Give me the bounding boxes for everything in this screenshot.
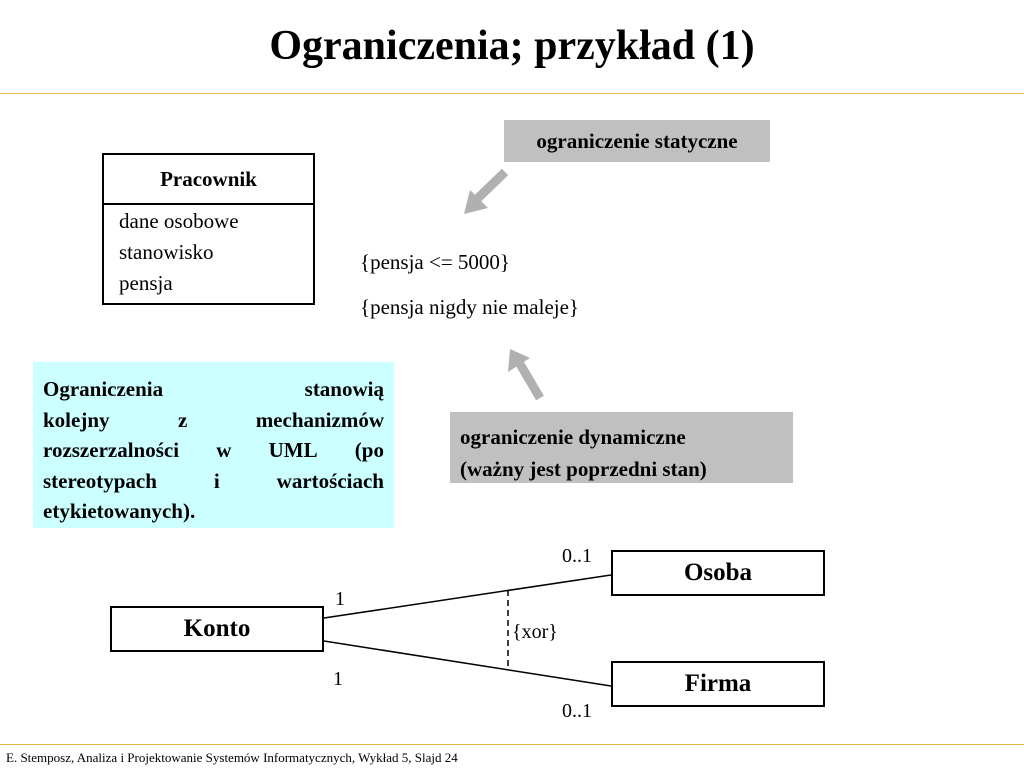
class-attribute: pensja — [119, 271, 173, 295]
info-word: mechanizmów — [255, 407, 384, 432]
info-word: stanowią — [304, 377, 384, 401]
info-word: rozszerzalności — [43, 438, 180, 462]
info-word: wartościach — [276, 468, 384, 493]
constraint-static: {pensja <= 5000} — [360, 250, 510, 274]
info-box: Ograniczenia stanowią kolejny z mechaniz… — [33, 362, 394, 528]
dynamic-constraint-note: ograniczenie dynamiczne (ważny jest popr… — [450, 412, 793, 483]
static-constraint-note: ograniczenie statyczne — [504, 120, 770, 162]
class-box-firma: Firma — [611, 661, 825, 707]
class-box-osoba: Osoba — [611, 550, 825, 596]
class-attribute: stanowisko — [119, 240, 214, 264]
info-line: kolejny z mechanizmów — [43, 405, 384, 436]
multiplicity-osoba: 0..1 — [562, 545, 592, 567]
info-word: stereotypach — [43, 468, 157, 493]
info-word: z — [177, 407, 188, 432]
info-line: stereotypach i wartościach — [43, 466, 384, 497]
info-word: kolejny — [43, 407, 110, 432]
title-divider — [0, 93, 1024, 94]
dynamic-note-line: ograniczenie dynamiczne — [460, 425, 686, 449]
info-line: etykietowanych). — [43, 496, 384, 527]
constraint-dynamic: {pensja nigdy nie maleje} — [360, 295, 580, 319]
multiplicity-konto-bottom: 1 — [333, 668, 343, 690]
xor-constraint-label: {xor} — [512, 621, 558, 643]
multiplicity-konto-top: 1 — [335, 588, 345, 610]
info-line: rozszerzalności w UML (po — [43, 435, 384, 466]
association-konto-firma — [323, 640, 612, 687]
arrow-static-icon — [464, 168, 509, 214]
multiplicity-firma: 0..1 — [562, 700, 592, 722]
class-attribute: dane osobowe — [119, 209, 239, 233]
slide-title: Ograniczenia; przykład (1) — [269, 23, 755, 69]
info-line: Ograniczenia stanowią — [43, 374, 384, 405]
association-konto-osoba — [323, 574, 612, 619]
footer-divider — [0, 744, 1024, 745]
info-word: w — [216, 438, 232, 462]
class-box-konto: Konto — [110, 606, 324, 652]
class-name: Pracownik — [102, 153, 315, 205]
arrow-dynamic-icon — [508, 349, 544, 401]
info-word: (po — [354, 438, 384, 462]
info-word: i — [213, 468, 220, 493]
info-word: Ograniczenia — [43, 377, 164, 401]
info-word: etykietowanych). — [43, 499, 196, 523]
info-word: UML — [268, 438, 318, 462]
slide-footer: E. Stemposz, Analiza i Projektowanie Sys… — [6, 750, 458, 765]
dynamic-note-line: (ważny jest poprzedni stan) — [460, 457, 707, 481]
